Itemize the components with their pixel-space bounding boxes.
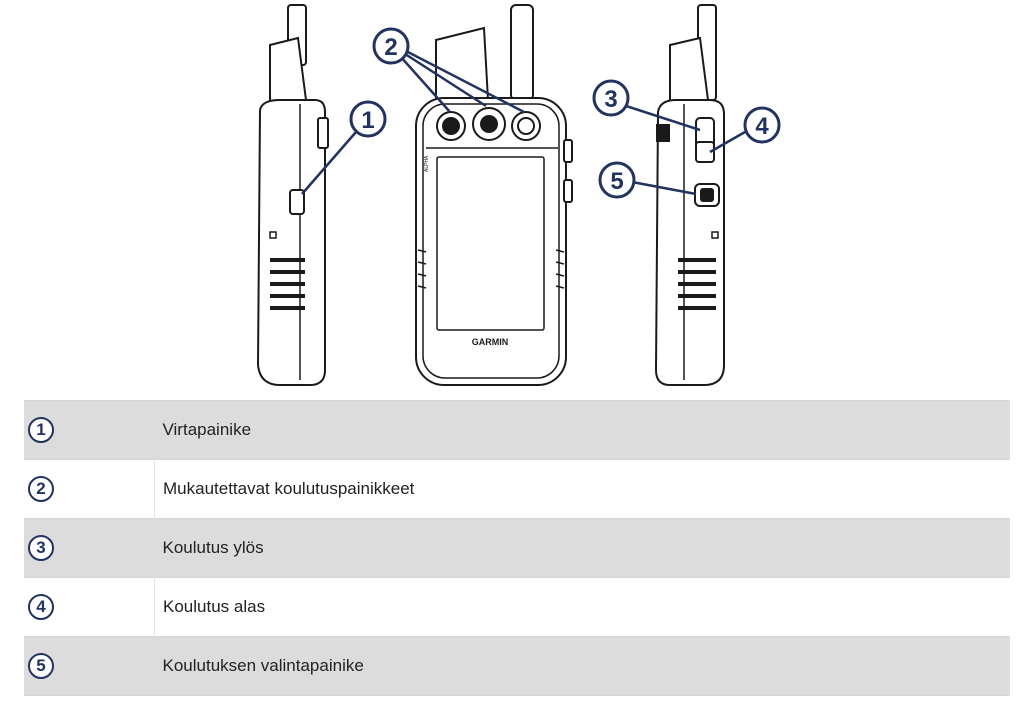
device-drawing: GARMIN ALPHA [256,4,781,386]
legend-number-cell: 5 [24,636,155,696]
callout-1: 1 [349,100,387,138]
leader-2c [403,48,525,114]
svg-text:4: 4 [755,113,769,140]
legend-badge: 4 [28,594,54,620]
model-text: ALPHA [424,155,430,172]
legend-row: 1 Virtapainike [24,400,1010,460]
legend-badge: 5 [28,653,54,679]
legend-label: Koulutus ylös [154,518,1010,578]
power-button-drawing [289,189,305,215]
legend-row: 5 Koulutuksen valintapainike [24,636,1010,696]
device-illustration: GARMIN ALPHA [240,0,800,390]
legend-table: 1 Virtapainike 2 Mukautettavat koulutusp… [24,400,1010,696]
legend-row: 2 Mukautettavat koulutuspainikkeet [24,459,1010,519]
callout-2: 2 [372,27,410,65]
legend-label: Koulutuksen valintapainike [154,636,1010,696]
legend-row: 3 Koulutus ylös [24,518,1010,578]
training-down-drawing [695,141,715,163]
callout-4: 4 [743,106,781,144]
svg-text:3: 3 [604,86,617,113]
legend-badge: 3 [28,535,54,561]
leader-3 [619,102,701,132]
legend-badge: 2 [28,476,54,502]
legend-row: 4 Koulutus alas [24,577,1010,637]
callout-3: 3 [592,79,630,117]
svg-text:1: 1 [361,107,374,134]
legend-label: Koulutus alas [154,577,1010,637]
leader-5 [631,180,697,196]
leader-4 [709,130,746,154]
svg-text:2: 2 [384,34,397,61]
legend-label: Virtapainike [154,400,1010,460]
legend-number-cell: 1 [24,400,155,460]
left-side-view [256,4,329,386]
legend-label: Mukautettavat koulutuspainikkeet [154,459,1010,519]
brand-text: GARMIN [472,337,509,347]
svg-text:5: 5 [610,168,623,195]
callout-5: 5 [598,161,636,199]
leader-2a [399,55,451,113]
legend-number-cell: 3 [24,518,155,578]
right-side-view [654,4,725,386]
legend-badge: 1 [28,417,54,443]
leader-1 [301,131,357,195]
legend-number-cell: 4 [24,577,155,637]
front-view: GARMIN ALPHA [415,4,573,386]
legend-number-cell: 2 [24,459,155,519]
leader-2b [401,50,487,108]
